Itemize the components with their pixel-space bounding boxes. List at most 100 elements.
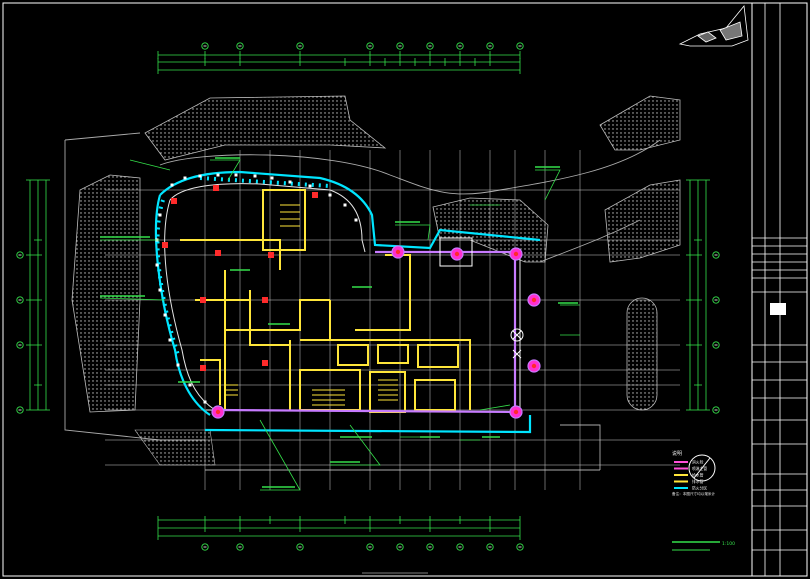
north-arrow-icon bbox=[688, 454, 716, 482]
axis-bubble-circle bbox=[516, 543, 524, 551]
hydrant-symbol bbox=[527, 359, 541, 373]
hydrant-inner bbox=[531, 363, 537, 369]
columns bbox=[162, 185, 318, 371]
legend-title: 说明 bbox=[672, 450, 682, 457]
axis-bubble bbox=[396, 42, 404, 50]
valve-mark bbox=[170, 183, 174, 187]
legend-note: 备注：本图尺寸均以毫米计 bbox=[672, 491, 716, 496]
axis-bubble-circle bbox=[201, 42, 209, 50]
axis-bubble-circle bbox=[712, 251, 720, 259]
hydrant-symbol bbox=[211, 405, 225, 419]
bottom-stamp bbox=[360, 572, 430, 577]
axis-bubble bbox=[712, 296, 720, 304]
legend-label: 消火栓 bbox=[692, 460, 704, 465]
axis-bubble bbox=[712, 406, 720, 414]
axis-bubble bbox=[236, 42, 244, 50]
valve-mark bbox=[155, 263, 159, 267]
valve-mark bbox=[158, 213, 162, 217]
axis-bubble bbox=[426, 543, 434, 551]
axis-bubble-circle bbox=[712, 296, 720, 304]
valve-mark bbox=[216, 173, 220, 177]
axis-bubble-circle bbox=[396, 42, 404, 50]
axis-bubble-circle bbox=[486, 42, 494, 50]
valve-mark bbox=[288, 180, 292, 184]
annotation-leaders bbox=[99, 159, 580, 491]
hydrant-symbol bbox=[527, 293, 541, 307]
valve-mark bbox=[198, 174, 202, 178]
key-plan-thumbnail bbox=[678, 5, 749, 47]
axis-bubble-circle bbox=[366, 543, 374, 551]
axis-bubble-circle bbox=[486, 543, 494, 551]
axis-bubble bbox=[426, 42, 434, 50]
valve-mark bbox=[270, 176, 274, 180]
axis-bubble bbox=[456, 42, 464, 50]
axis-bubble bbox=[16, 406, 24, 414]
axis-bubble-circle bbox=[296, 42, 304, 50]
axis-bubble-circle bbox=[16, 251, 24, 259]
pump-symbol bbox=[510, 328, 524, 359]
axis-bubble bbox=[366, 543, 374, 551]
axis-bubble bbox=[486, 543, 494, 551]
axis-bubble-circle bbox=[712, 341, 720, 349]
hydrant-inner bbox=[531, 297, 537, 303]
axis-bubble-circle bbox=[236, 543, 244, 551]
stair-hatch bbox=[224, 204, 398, 406]
scale-label: 1:100 bbox=[722, 541, 735, 547]
hydrant-inner bbox=[513, 409, 519, 415]
valve-mark bbox=[188, 383, 192, 387]
axis-bubble bbox=[236, 543, 244, 551]
axis-bubbles bbox=[16, 42, 720, 551]
axis-bubble-circle bbox=[516, 42, 524, 50]
legend-item: 排水管 bbox=[674, 479, 704, 484]
legend-item: 喷淋主管 bbox=[674, 466, 707, 471]
axis-bubble-circle bbox=[712, 406, 720, 414]
company-logo bbox=[770, 303, 786, 315]
axis-bubble bbox=[516, 42, 524, 50]
axis-bubble bbox=[296, 42, 304, 50]
valve-mark bbox=[168, 338, 172, 342]
axis-bubble-circle bbox=[236, 42, 244, 50]
valve-mark bbox=[343, 203, 347, 207]
dimension-lines bbox=[26, 51, 710, 540]
fire-hydrants bbox=[155, 173, 541, 419]
axis-bubble-circle bbox=[426, 543, 434, 551]
axis-bubble-circle bbox=[296, 543, 304, 551]
axis-bubble bbox=[296, 543, 304, 551]
landscape-hatch bbox=[71, 95, 681, 466]
axis-bubble bbox=[16, 251, 24, 259]
hydrant-inner bbox=[454, 251, 460, 257]
annotation-text-stubs bbox=[100, 157, 578, 488]
axis-bubble bbox=[486, 42, 494, 50]
legend-item: 消火栓 bbox=[674, 460, 704, 465]
axis-bubble bbox=[16, 341, 24, 349]
site-boundary bbox=[64, 132, 661, 471]
legend-label: 给水管 bbox=[692, 473, 704, 478]
hydrant-symbol bbox=[509, 405, 523, 419]
valve-mark bbox=[253, 174, 257, 178]
axis-bubble-circle bbox=[366, 42, 374, 50]
axis-bubble bbox=[201, 42, 209, 50]
valve-mark bbox=[328, 193, 332, 197]
hydrant-inner bbox=[395, 249, 401, 255]
axis-bubble bbox=[16, 296, 24, 304]
axis-bubble bbox=[201, 543, 209, 551]
valve-mark bbox=[158, 288, 162, 292]
valve-mark bbox=[176, 363, 180, 367]
inlet-highlight-box bbox=[439, 237, 473, 267]
axis-bubble bbox=[456, 543, 464, 551]
valve-mark bbox=[234, 173, 238, 177]
valve-mark bbox=[183, 176, 187, 180]
valve-mark bbox=[163, 313, 167, 317]
valve-mark bbox=[354, 218, 358, 222]
axis-bubble-circle bbox=[456, 42, 464, 50]
legend-item: 防火分区 bbox=[674, 486, 707, 491]
drawing-title: 1:100 bbox=[672, 541, 735, 551]
hydrant-inner bbox=[215, 409, 221, 415]
axis-bubble-circle bbox=[16, 341, 24, 349]
axis-bubble bbox=[712, 341, 720, 349]
legend-label: 防火分区 bbox=[692, 486, 707, 491]
legend-item: 给水管 bbox=[674, 473, 704, 478]
axis-bubble bbox=[366, 42, 374, 50]
